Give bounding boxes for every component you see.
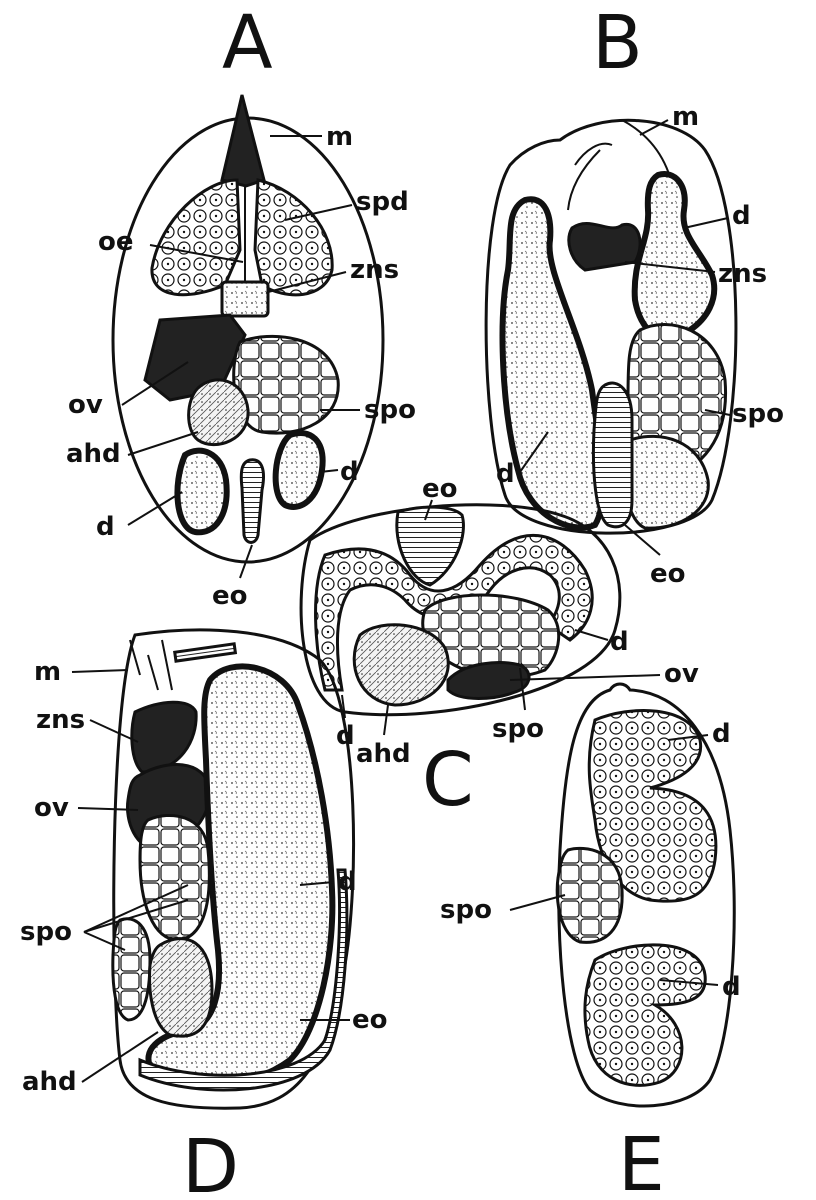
- panel-e-label-d-bottom: d: [722, 972, 741, 1002]
- panel-a-label-spd: spd: [356, 187, 409, 217]
- panel-a-label-ahd: ahd: [66, 439, 121, 469]
- panel-d: D m zns ov d spo eo ahd: [20, 630, 388, 1200]
- panel-e-label-d-top: d: [712, 719, 731, 749]
- panel-a-mouth-stylet: [222, 95, 264, 186]
- panel-a-letter: A: [222, 0, 273, 86]
- panel-a-nerve-mass: [222, 282, 268, 316]
- panel-a-label-eo: eo: [212, 581, 248, 611]
- panel-a-diverticle-right: [276, 433, 323, 507]
- panel-d-sporocyst-upper: [140, 815, 209, 940]
- panel-e-diverticle-bottom: [585, 945, 705, 1086]
- panel-a-label-zns: zns: [350, 255, 399, 285]
- panel-b-letter: B: [592, 0, 643, 86]
- panel-a-excretory-organ: [241, 460, 263, 543]
- panel-e-label-spo: spo: [440, 895, 492, 925]
- panel-a-label-m: m: [326, 122, 353, 152]
- panel-b: B m d zns spo d eo: [486, 0, 784, 589]
- panel-b-label-spo: spo: [732, 399, 784, 429]
- panel-d-label-m: m: [34, 657, 61, 687]
- panel-d-sporocyst-lower: [113, 919, 150, 1020]
- panel-e-sporocyst: [557, 848, 622, 942]
- panel-c-label-ov: ov: [664, 659, 699, 689]
- panel-b-label-d-top: d: [732, 201, 751, 231]
- panel-a-sporocyst: [234, 336, 339, 433]
- panel-e: E d spo d: [440, 684, 741, 1200]
- panel-d-nerve-mass: [132, 702, 196, 772]
- panel-d-letter: D: [182, 1124, 239, 1200]
- panel-a-label-oe: oe: [98, 227, 134, 257]
- panel-d-label-spo: spo: [20, 917, 72, 947]
- panel-d-label-ahd: ahd: [22, 1067, 77, 1097]
- panel-b-label-zns: zns: [718, 259, 767, 289]
- panel-b-diverticle-top: [635, 174, 715, 338]
- panel-b-label-eo: eo: [650, 559, 686, 589]
- panel-a-label-d-right: d: [340, 457, 359, 487]
- panel-b-label-m: m: [672, 102, 699, 132]
- panel-c-letter: C: [422, 737, 474, 823]
- panel-a-adhesive-organ: [189, 380, 248, 445]
- panel-a-salivary-left: [152, 180, 240, 295]
- panel-e-letter: E: [618, 1122, 665, 1200]
- panel-b-excretory-organ: [593, 383, 632, 527]
- panel-c-label-eo: eo: [422, 474, 458, 504]
- panel-c-adhesive-organ: [354, 625, 448, 705]
- panel-a-diverticle-left: [177, 451, 226, 533]
- panel-d-label-ov: ov: [34, 793, 69, 823]
- panel-d-adhesive-organ: [150, 939, 212, 1037]
- panel-a-label-d-left: d: [96, 512, 115, 542]
- panel-c-label-d-right: d: [610, 627, 629, 657]
- panel-c-label-spo: spo: [492, 714, 544, 744]
- panel-a-label-spo: spo: [364, 395, 416, 425]
- panel-a-label-ov: ov: [68, 390, 103, 420]
- panel-d-label-d: d: [338, 867, 357, 897]
- panel-b-label-d-left: d: [496, 459, 515, 489]
- panel-d-label-zns: zns: [36, 705, 85, 735]
- panel-d-mouthpart: [175, 644, 236, 661]
- panel-c-label-ahd: ahd: [356, 739, 411, 769]
- panel-d-label-eo: eo: [352, 1005, 388, 1035]
